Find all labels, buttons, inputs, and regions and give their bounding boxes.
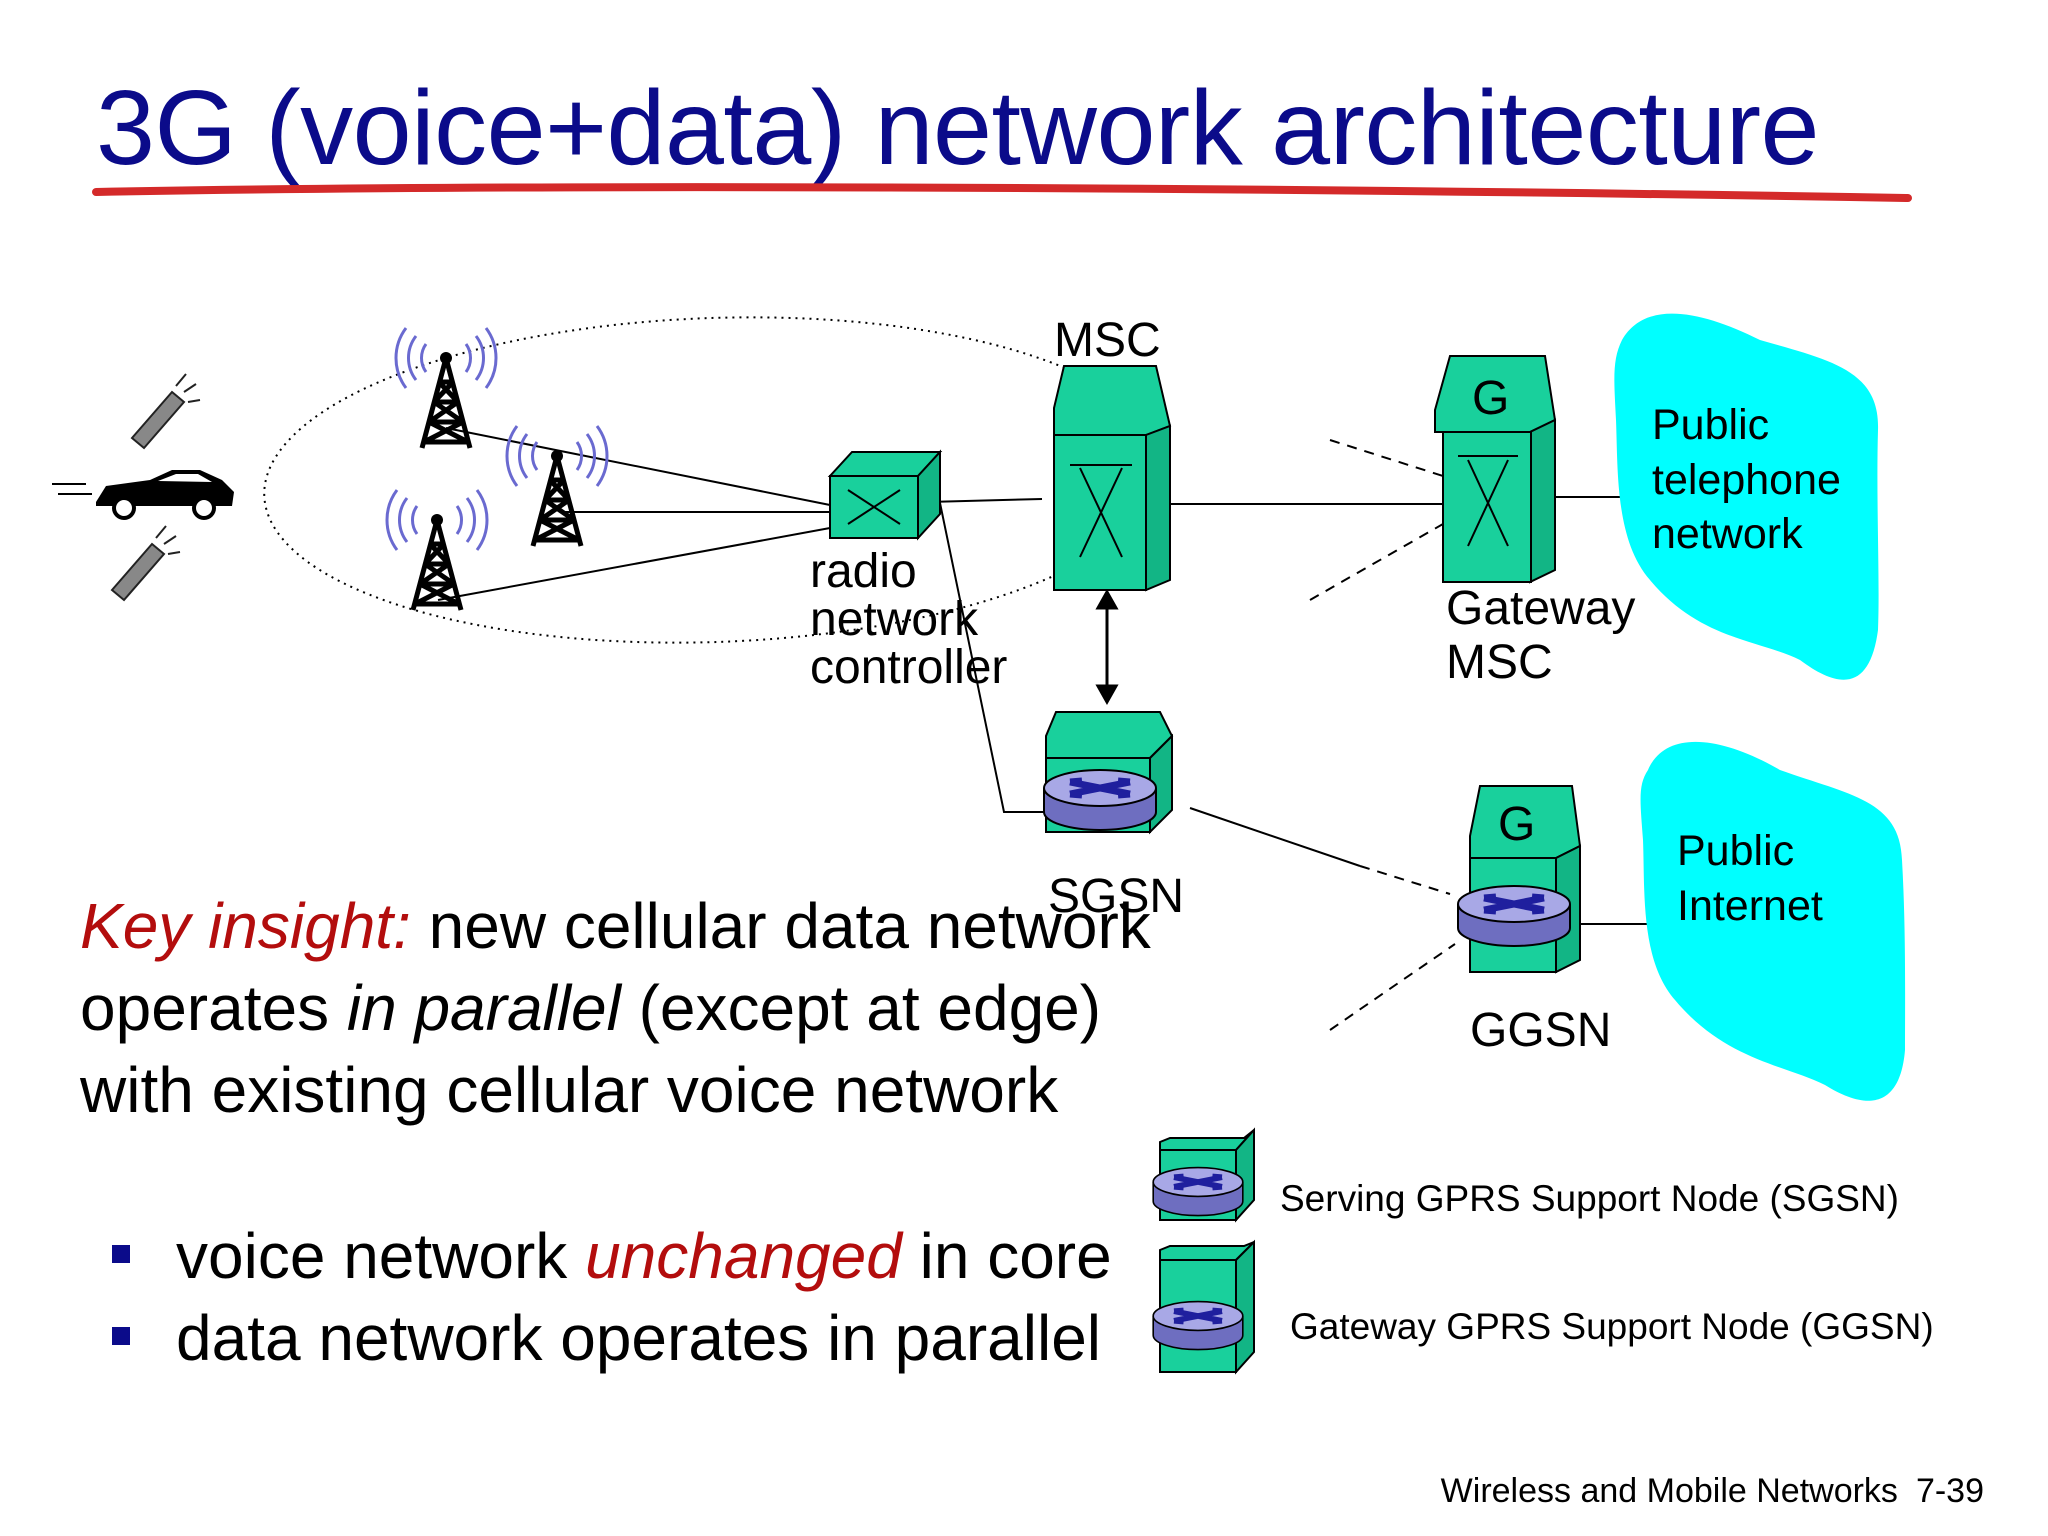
legend-sgsn-text: Serving GPRS Support Node (SGSN) (1280, 1178, 1899, 1219)
public-telephone-label: Public telephone network (1652, 401, 1841, 559)
key-insight-text: Key insight: new cellular data network o… (80, 890, 1151, 1126)
cell-tower-icon (387, 490, 487, 610)
ggsn-g-label: G (1498, 798, 1536, 851)
bullet-item: voice network unchanged in core (108, 1215, 1112, 1297)
public-internet-label: Public Internet (1677, 827, 1823, 930)
gateway-msc-switch-icon (1434, 355, 1557, 584)
footer-chapter: Wireless and Mobile Networks (1440, 1472, 1898, 1510)
router-icon (1458, 886, 1570, 946)
router-icon (1044, 770, 1156, 830)
cell-tower-icon (396, 328, 496, 448)
gateway-msc-g-label: G (1472, 372, 1510, 425)
bullet-list: voice network unchanged in core data net… (108, 1215, 1112, 1379)
cell-phone-icon (131, 373, 201, 449)
public-telephone-cloud (1614, 313, 1879, 680)
router-icon (1153, 1168, 1243, 1216)
rnc-switch-icon (827, 449, 943, 541)
legend-ggsn-icon (1153, 1239, 1255, 1375)
gateway-msc-label: Gateway MSC (1446, 582, 1636, 689)
key-insight-prefix: Key insight: (80, 890, 411, 962)
cell-phone-icon (111, 525, 181, 601)
router-icon (1153, 1302, 1243, 1350)
sgsn-label: SGSN (1048, 870, 1185, 923)
car-icon (52, 470, 234, 520)
rnc-label: radio network controller (810, 545, 1008, 694)
network-links (437, 427, 1650, 1031)
legend-ggsn-text: Gateway GPRS Support Node (GGSN) (1290, 1306, 1934, 1347)
title-underline (92, 183, 1912, 202)
public-internet-cloud (1640, 741, 1906, 1101)
ggsn-label: GGSN (1470, 1004, 1612, 1057)
legend-sgsn-icon (1153, 1127, 1255, 1223)
footer-page-number: 7-39 (1915, 1472, 1984, 1510)
bullet-item: data network operates in parallel (108, 1297, 1112, 1379)
bullet-square-icon (112, 1245, 130, 1263)
key-insight-emphasis: in parallel (346, 972, 621, 1044)
cell-tower-icon (507, 426, 607, 546)
sgsn-node-icon (1044, 711, 1174, 835)
bullet-square-icon (112, 1327, 130, 1345)
msc-label: MSC (1054, 314, 1161, 367)
slide-footer: Wireless and Mobile Networks 7-39 (1423, 1472, 1984, 1511)
ggsn-node-icon (1458, 785, 1582, 974)
slide-title: 3G (voice+data) network architecture (96, 69, 1819, 187)
msc-switch-icon (1053, 365, 1172, 592)
msc-sgsn-link (1095, 588, 1119, 706)
